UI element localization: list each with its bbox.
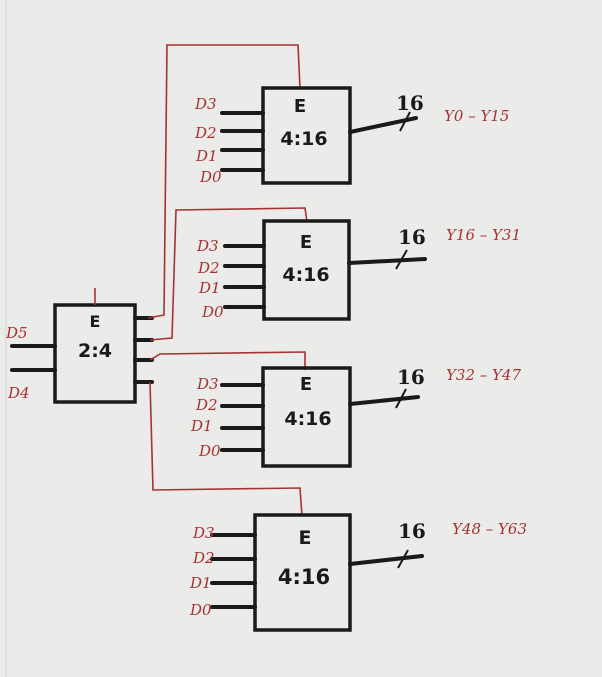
- output-bus: [348, 395, 420, 406]
- bus-slash: [395, 249, 408, 270]
- bus-width-label: 16: [396, 91, 424, 115]
- input-label-d2: D2: [195, 396, 218, 414]
- decoder-box: [262, 219, 351, 321]
- output-range-label: Y16 – Y31: [446, 226, 521, 244]
- input-label-d3: D3: [192, 524, 215, 542]
- input-label-d3: D3: [194, 95, 217, 113]
- bus-slash: [395, 388, 407, 409]
- decoder-2to4: E 2:4 D5 D4: [5, 288, 154, 404]
- output-bus: [347, 257, 427, 265]
- ratio-label: 4:16: [280, 128, 327, 150]
- decoder-box: [253, 513, 352, 632]
- input-label-d1: D1: [195, 147, 218, 165]
- input-label-d1: D1: [189, 574, 212, 592]
- decoder-4to16-2: E 4:16 D3 D2 D1 D0 16 Y32 – Y47: [190, 365, 521, 468]
- decoder-4to16-0: E 4:16 D3 D2 D1 D0 16 Y0 – Y15: [194, 86, 509, 186]
- decoder-2to4-enable-label: E: [90, 312, 101, 331]
- bus-width-label: 16: [398, 519, 426, 543]
- ratio-label: 4:16: [278, 565, 330, 589]
- input-label-d2: D2: [192, 549, 215, 567]
- enable-label: E: [300, 232, 312, 253]
- decoder-4to16-3: E 4:16 D3 D2 D1 D0 16 Y48 – Y63: [189, 513, 527, 632]
- input-label-d4: D4: [7, 384, 30, 402]
- enable-label: E: [294, 96, 306, 117]
- ratio-label: 4:16: [282, 264, 329, 286]
- enable-wiring: [147, 44, 308, 517]
- enable-wire-3: [149, 381, 303, 517]
- input-label-d5: D5: [5, 324, 28, 342]
- input-label-d0: D0: [201, 303, 224, 321]
- output-range-label: Y0 – Y15: [444, 107, 509, 125]
- enable-label: E: [300, 374, 312, 395]
- decoder-4to16-1: E 4:16 D3 D2 D1 D0 16 Y16 – Y31: [196, 219, 521, 321]
- output-range-label: Y48 – Y63: [452, 520, 527, 538]
- bus-width-label: 16: [397, 365, 425, 389]
- enable-wire-1: [149, 207, 308, 341]
- enable-wire-0: [147, 44, 301, 319]
- decoder-box: [261, 366, 352, 468]
- output-bus: [348, 554, 424, 566]
- output-range-label: Y32 – Y47: [446, 366, 521, 384]
- input-label-d2: D2: [194, 124, 217, 142]
- decoder-2to4-ratio-label: 2:4: [78, 340, 112, 362]
- ratio-label: 4:16: [284, 408, 331, 430]
- bus-slash: [397, 549, 409, 569]
- input-label-d0: D0: [199, 168, 222, 186]
- input-label-d1: D1: [198, 279, 221, 297]
- input-label-d3: D3: [196, 237, 219, 255]
- enable-label: E: [299, 527, 312, 549]
- decoder-box: [261, 86, 352, 185]
- input-label-d2: D2: [197, 259, 220, 277]
- bus-slash: [399, 111, 411, 132]
- input-label-d1: D1: [190, 417, 213, 435]
- enable-wire-2: [149, 351, 306, 370]
- input-label-d0: D0: [198, 442, 221, 460]
- input-label-d3: D3: [196, 375, 219, 393]
- bus-width-label: 16: [398, 225, 426, 249]
- input-label-d0: D0: [189, 601, 212, 619]
